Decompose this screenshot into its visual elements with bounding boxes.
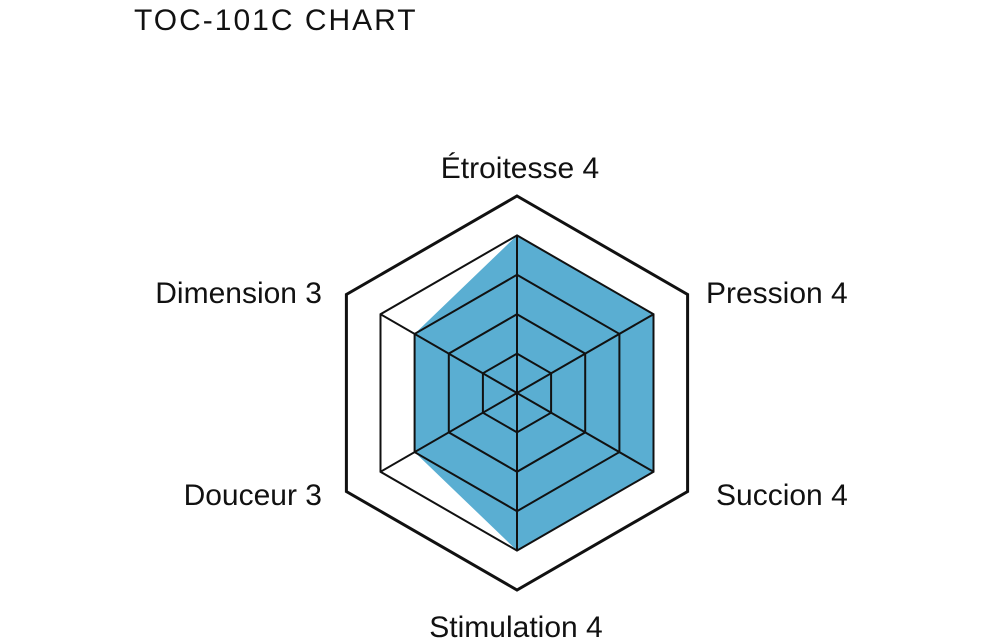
radar-grid <box>344 194 690 592</box>
chart-title: TOC-101C CHART <box>134 4 418 37</box>
radar-data-layer <box>414 235 654 551</box>
radar-spoke-5 <box>380 313 518 394</box>
radar-outer-frame <box>344 194 690 592</box>
radar-grid-overlay <box>379 234 655 552</box>
radar-spoke-2 <box>516 392 654 473</box>
radar-data-area <box>414 235 654 551</box>
radar-spoke-1 <box>516 313 654 394</box>
axis-label-dimension: Dimension 3 <box>155 277 322 310</box>
axis-label-pression: Pression 4 <box>706 277 848 310</box>
axis-label-etroitesse: Étroitesse 4 <box>441 152 599 185</box>
axis-label-douceur: Douceur 3 <box>184 479 322 512</box>
axis-labels: Étroitesse 4 Pression 4 Succion 4 Stimul… <box>155 152 848 640</box>
radar-spoke-4 <box>380 392 518 473</box>
axis-label-succion: Succion 4 <box>716 479 848 512</box>
axis-label-stimulation: Stimulation 4 <box>429 611 602 640</box>
